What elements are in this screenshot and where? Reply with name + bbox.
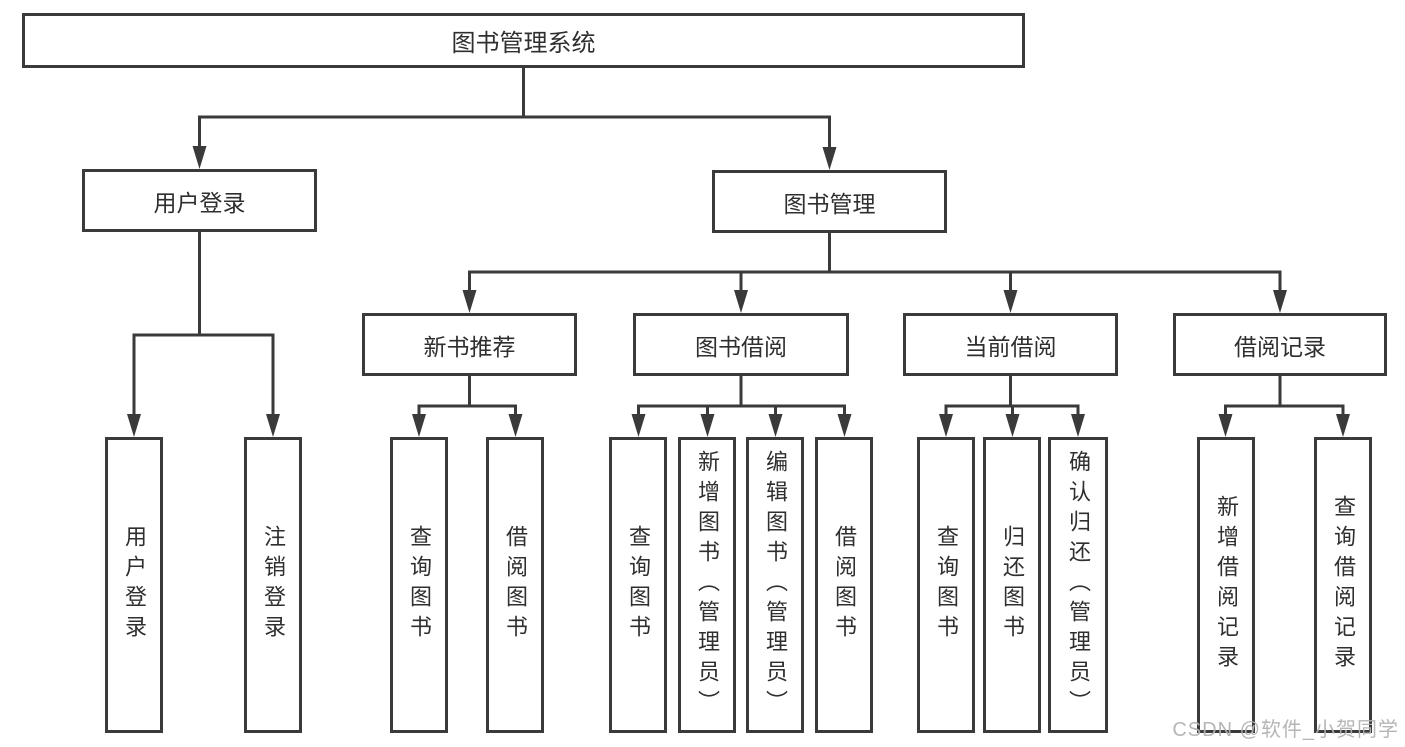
leaf-confirm-return-admin: 确认归还（管理员） [1048, 437, 1108, 733]
leaf-query-books-1: 查询图书 [390, 437, 448, 733]
leaf-borrow-books-2: 借阅图书 [815, 437, 873, 733]
leaf-edit-books-admin-label: 编辑图书（管理员） [763, 450, 788, 720]
leaf-query-borrow-record-label: 查询借阅记录 [1331, 495, 1356, 675]
leaf-add-borrow-record: 新增借阅记录 [1197, 437, 1255, 733]
leaf-query-books-2: 查询图书 [609, 437, 667, 733]
leaf-user-login-label: 用户登录 [122, 525, 147, 645]
leaf-logout-label: 注销登录 [261, 525, 286, 645]
leaf-user-login: 用户登录 [105, 437, 163, 733]
leaf-query-books-2-label: 查询图书 [626, 525, 651, 645]
leaf-borrow-books-1: 借阅图书 [486, 437, 544, 733]
node-user-login-branch: 用户登录 [82, 169, 317, 232]
leaf-borrow-books-2-label: 借阅图书 [832, 525, 857, 645]
leaf-add-borrow-record-label: 新增借阅记录 [1214, 495, 1239, 675]
leaf-add-books-admin-label: 新增图书（管理员） [695, 450, 720, 720]
leaf-query-books-3-label: 查询图书 [934, 525, 959, 645]
leaf-add-books-admin: 新增图书（管理员） [678, 437, 736, 733]
leaf-return-books: 归还图书 [983, 437, 1041, 733]
leaf-edit-books-admin: 编辑图书（管理员） [746, 437, 804, 733]
leaf-confirm-return-admin-label: 确认归还（管理员） [1066, 450, 1091, 720]
leaf-logout: 注销登录 [244, 437, 302, 733]
node-book-borrowing: 图书借阅 [633, 313, 849, 376]
node-book-management-branch: 图书管理 [712, 170, 947, 233]
node-current-borrowing: 当前借阅 [903, 313, 1118, 376]
leaf-borrow-books-1-label: 借阅图书 [503, 525, 528, 645]
leaf-query-books-1-label: 查询图书 [407, 525, 432, 645]
node-new-book-recommend: 新书推荐 [362, 313, 577, 376]
leaf-return-books-label: 归还图书 [1000, 525, 1025, 645]
node-root-system: 图书管理系统 [22, 13, 1025, 68]
csdn-watermark: CSDN @软件_小贺同学 [1172, 719, 1399, 741]
node-borrow-records: 借阅记录 [1173, 313, 1387, 376]
leaf-query-books-3: 查询图书 [917, 437, 975, 733]
leaf-query-borrow-record: 查询借阅记录 [1314, 437, 1372, 733]
